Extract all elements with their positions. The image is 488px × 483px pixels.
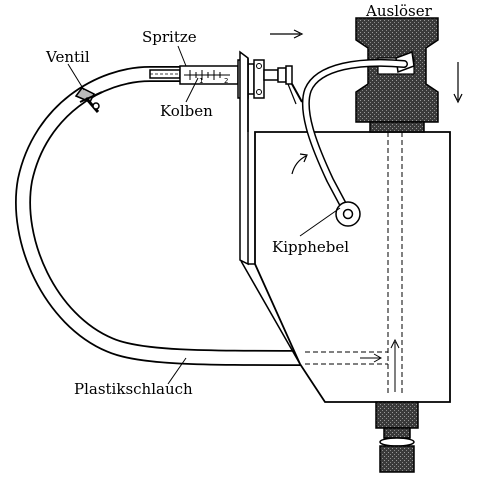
label-plastikschlauch: Plastikschlauch (74, 380, 193, 398)
motion-arrows (270, 29, 463, 175)
leader-lines (67, 45, 341, 385)
valve (74, 87, 103, 113)
label-kipphebel: Kipphebel (272, 238, 349, 256)
main-body (240, 58, 451, 403)
arrow-down (453, 62, 463, 104)
tipping-lever (301, 58, 408, 227)
leader-plastikschlauch (167, 357, 187, 385)
leader-spritze (177, 45, 187, 67)
leader-ventil (67, 63, 85, 91)
syringe: 1 2 (149, 59, 303, 105)
label-ausloeser: Auslöser (365, 2, 433, 20)
label-kolben: Kolben (160, 102, 213, 120)
leader-kipphebel (299, 207, 341, 237)
scale-tick-2: 2 (224, 77, 228, 85)
labels: Auslöser Spritze Ventil Kolben Kipphebel… (45, 2, 433, 398)
arrow-right (270, 29, 304, 39)
leader-kolben (185, 77, 199, 103)
syringe-scale: 1 2 (189, 70, 228, 85)
arrow-curved (291, 153, 308, 175)
trigger-block (355, 17, 439, 133)
mounting-plate (239, 50, 249, 266)
lower-nozzle (375, 401, 419, 473)
label-ventil: Ventil (45, 48, 90, 66)
label-spritze: Spritze (142, 28, 197, 46)
scale-tick-1: 1 (199, 77, 203, 85)
